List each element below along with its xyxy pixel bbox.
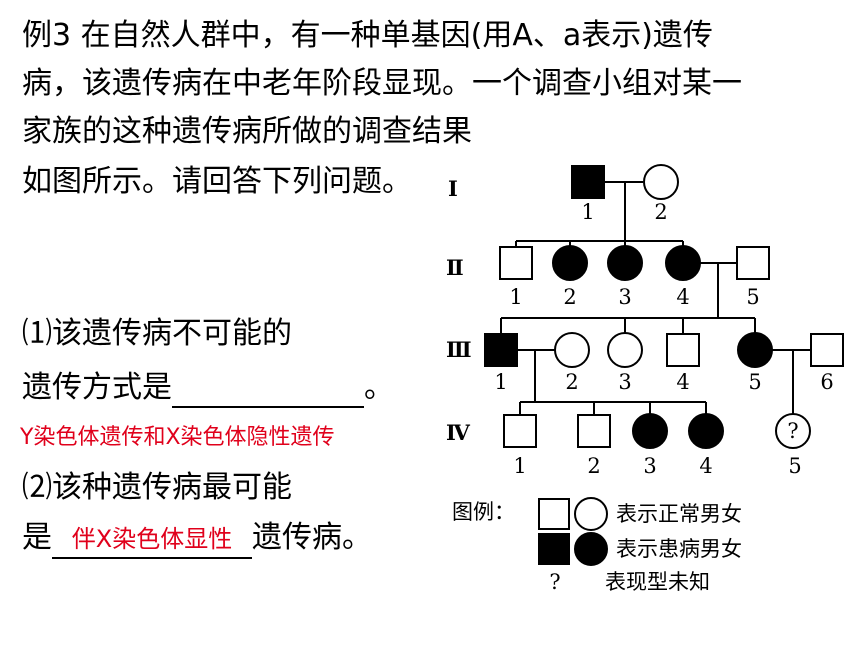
gen4-male-normal: [503, 414, 537, 448]
generation-3: [484, 332, 844, 368]
sub-question-1-line-1: ⑴该遗传病不可能的: [22, 316, 292, 351]
individual-labels: 1 2 1 2 3 4 5 1 2 3 4 5 6 1 2 3 4 5: [494, 200, 833, 478]
legend-normal-text: 表示正常男女: [616, 502, 742, 526]
legend-normal-female-icon: [574, 497, 608, 531]
question-line-2: 病，该遗传病在中老年阶段显现。一个调查小组对某一: [22, 66, 742, 101]
generation-1: [571, 164, 679, 200]
legend-affected-female-icon: [574, 532, 608, 566]
gen3-male-normal: [810, 333, 844, 367]
generation-label-2: Ⅱ: [446, 255, 464, 280]
sub-question-2-line-2: 是伴X染色体显性遗传病。: [22, 520, 372, 559]
sub-question-2-line-1: ⑵该种遗传病最可能: [22, 470, 292, 505]
label-iii-3: 3: [618, 370, 631, 394]
question-line-1: 例3 在自然人群中，有一种单基因(用A、a表示)遗传: [22, 18, 713, 53]
label-iv-3: 3: [643, 454, 656, 478]
unknown-mark: ?: [787, 419, 798, 443]
sub-question-1-suffix: 。: [364, 370, 394, 405]
generation-label-3: Ⅲ: [446, 337, 472, 362]
label-ii-2: 2: [563, 285, 576, 309]
gen2-male-normal: [499, 246, 533, 280]
label-ii-5: 5: [746, 285, 759, 309]
legend: 图例： 表示正常男女 表示患病男女 ? 表现型未知: [452, 497, 742, 594]
label-iv-4: 4: [699, 454, 712, 478]
label-iv-5: 5: [788, 454, 801, 478]
answer-1: Y染色体遗传和X染色体隐性遗传: [20, 425, 335, 450]
legend-unknown-text: 表现型未知: [605, 570, 710, 594]
gen4-female-affected: [632, 413, 668, 449]
gen3-female-normal: [607, 332, 643, 368]
legend-affected-male-icon: [538, 533, 570, 565]
generation-label-4: Ⅳ: [446, 420, 471, 445]
generation-4: [503, 413, 811, 449]
pedigree-lines: [500, 181, 811, 415]
gen1-male-affected: [571, 165, 605, 199]
generation-2: [499, 245, 770, 281]
label-iii-4: 4: [676, 370, 689, 394]
legend-normal-male-icon: [538, 498, 570, 530]
generation-label-1: I: [448, 176, 458, 201]
legend-affected-text: 表示患病男女: [616, 537, 742, 561]
legend-unknown-mark: ?: [549, 570, 560, 594]
label-iii-5: 5: [748, 370, 761, 394]
label-i-1: 1: [581, 200, 594, 224]
sub-question-1-line-2: 遗传方式是 。: [22, 370, 394, 408]
answer-blank-2: 伴X染色体显性: [52, 520, 252, 559]
gen2-female-affected: [607, 245, 643, 281]
gen4-unknown: [775, 413, 811, 449]
gen4-female-affected: [688, 413, 724, 449]
gen1-female-normal: [643, 164, 679, 200]
gen4-male-normal: [577, 414, 611, 448]
label-ii-3: 3: [618, 285, 631, 309]
label-ii-1: 1: [509, 285, 522, 309]
gen3-male-affected: [484, 333, 518, 367]
question-line-3: 家族的这种遗传病所做的调查结果: [22, 114, 472, 149]
label-ii-4: 4: [676, 285, 689, 309]
legend-title: 图例：: [452, 500, 515, 524]
gen3-female-affected: [737, 332, 773, 368]
label-iii-1: 1: [494, 370, 507, 394]
gen3-female-normal: [554, 332, 590, 368]
label-iii-6: 6: [820, 370, 833, 394]
sub-question-2-prefix: 是: [22, 520, 52, 555]
label-iv-1: 1: [513, 454, 526, 478]
question-line-4: 如图所示。请回答下列问题。: [22, 164, 412, 199]
answer-2: 伴X染色体显性: [71, 525, 233, 553]
gen2-female-affected: [665, 245, 701, 281]
label-iv-2: 2: [587, 454, 600, 478]
gen2-male-normal: [736, 246, 770, 280]
label-i-2: 2: [654, 200, 667, 224]
label-iii-2: 2: [565, 370, 578, 394]
sub-question-2-suffix: 遗传病。: [252, 520, 372, 555]
answer-blank-1: [172, 370, 364, 408]
gen2-female-affected: [552, 245, 588, 281]
sub-question-1-prefix: 遗传方式是: [22, 370, 172, 405]
gen3-male-normal: [666, 333, 700, 367]
